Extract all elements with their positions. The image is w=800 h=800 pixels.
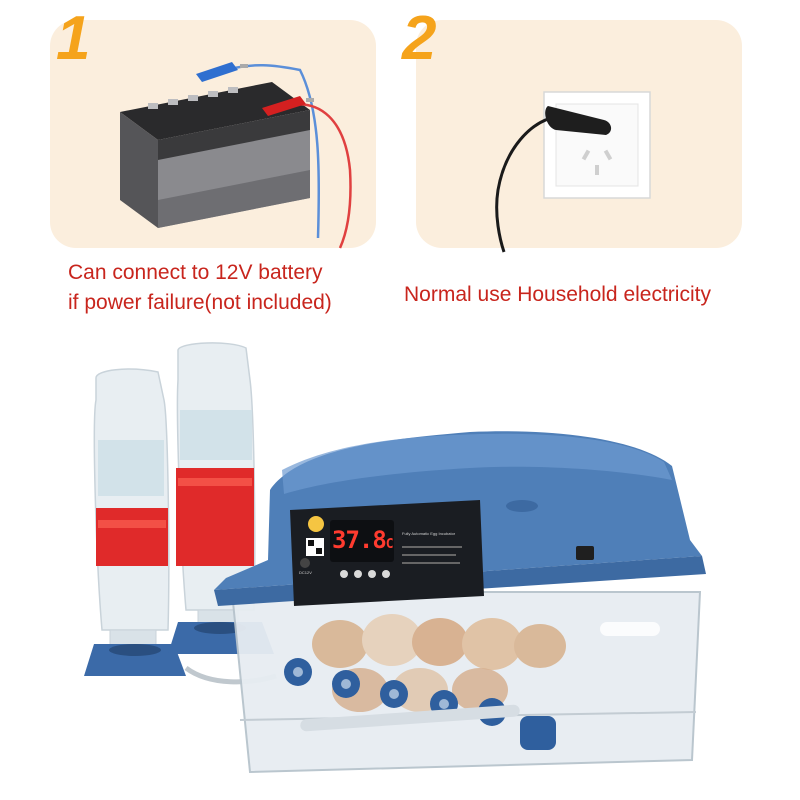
household-caption: Normal use Household electricity	[404, 283, 711, 306]
temperature-unit: C	[385, 537, 394, 552]
water-bottle-left	[84, 368, 186, 676]
power-switch-icon	[576, 546, 594, 560]
battery-caption-line2: if power failure(not included)	[68, 291, 332, 314]
temperature-value: 37.8	[332, 526, 387, 554]
egg-incubator	[214, 431, 706, 774]
wall-socket-icon	[543, 91, 651, 199]
dc-jack-label: DC12V	[299, 570, 312, 575]
chick-logo-icon	[308, 516, 324, 532]
power-plug-icon	[495, 106, 612, 253]
step-number-1: 1	[56, 4, 91, 73]
control-buttons	[340, 570, 390, 578]
step-number-2: 2	[402, 4, 437, 73]
battery-caption: Can connect to 12V battery if power fail…	[68, 258, 388, 318]
car-battery-icon	[120, 82, 310, 228]
battery-caption-line1: Can connect to 12V battery	[68, 261, 323, 284]
temperature-display: 37.8C	[332, 526, 394, 556]
incubator-panel-title: Fully Automatic Egg Incubator	[402, 531, 456, 536]
battery-clamp-cables	[196, 62, 352, 249]
